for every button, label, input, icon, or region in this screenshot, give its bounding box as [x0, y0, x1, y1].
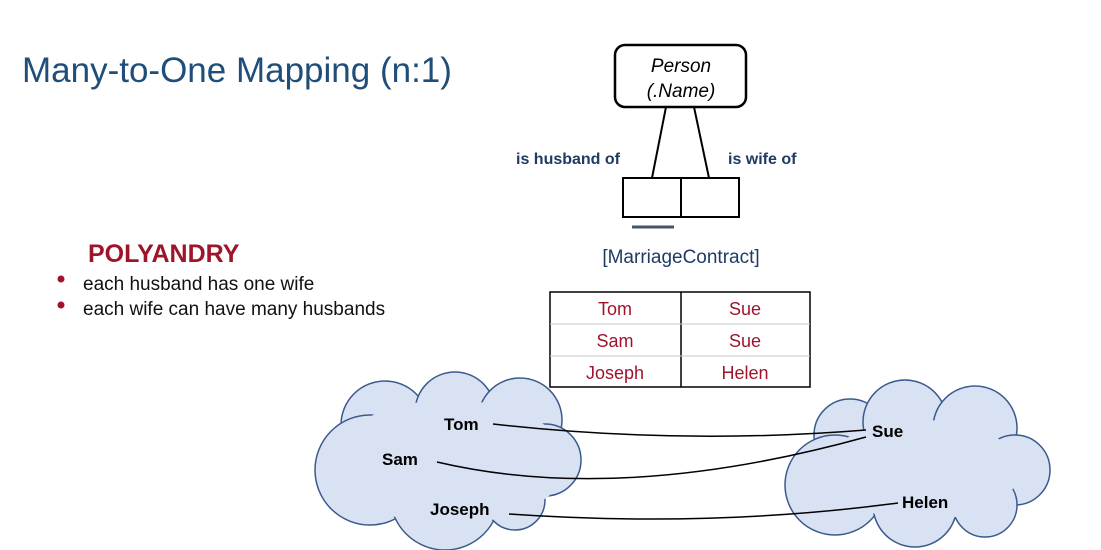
table-cell: Sam [596, 331, 633, 351]
table-cell: Helen [721, 363, 768, 383]
entity-type-refmode: (.Name) [647, 81, 716, 102]
link-sam-sue [436, 436, 867, 480]
bullet-wife-rule: each wife can have many husbands [83, 299, 385, 320]
wife-label: Sue [872, 422, 903, 441]
link-tom-sue [492, 423, 867, 437]
table-cell: Tom [598, 299, 632, 319]
role-connector-wife [693, 106, 710, 179]
fact-type-name: [MarriageContract] [602, 247, 759, 268]
bullet-dot [57, 301, 65, 309]
link-joseph-helen [508, 502, 899, 520]
table-cell: Sue [729, 331, 761, 351]
husbands-cloud-fill [332, 400, 568, 524]
role-connector-husband [651, 106, 667, 179]
entity-type-name: Person [651, 56, 711, 77]
role-label-husband: is husband of [516, 151, 621, 168]
entity-type-person [613, 43, 748, 109]
role-box-wife [680, 177, 740, 218]
bullet-dot [57, 275, 65, 283]
role-label-wife: is wife of [728, 151, 797, 168]
population-table [549, 291, 811, 388]
polyandry-heading: POLYANDRY [88, 240, 240, 268]
wife-label: Helen [902, 493, 948, 512]
table-cell: Joseph [586, 363, 644, 383]
page-title: Many-to-One Mapping (n:1) [22, 51, 452, 90]
bullet-husband-rule: each husband has one wife [83, 274, 314, 295]
husband-label: Sam [382, 450, 418, 469]
wives-cloud-fill [824, 420, 1020, 520]
role-box-husband [622, 177, 682, 218]
husband-label: Tom [444, 415, 479, 434]
husband-label: Joseph [430, 500, 490, 519]
table-cell: Sue [729, 299, 761, 319]
